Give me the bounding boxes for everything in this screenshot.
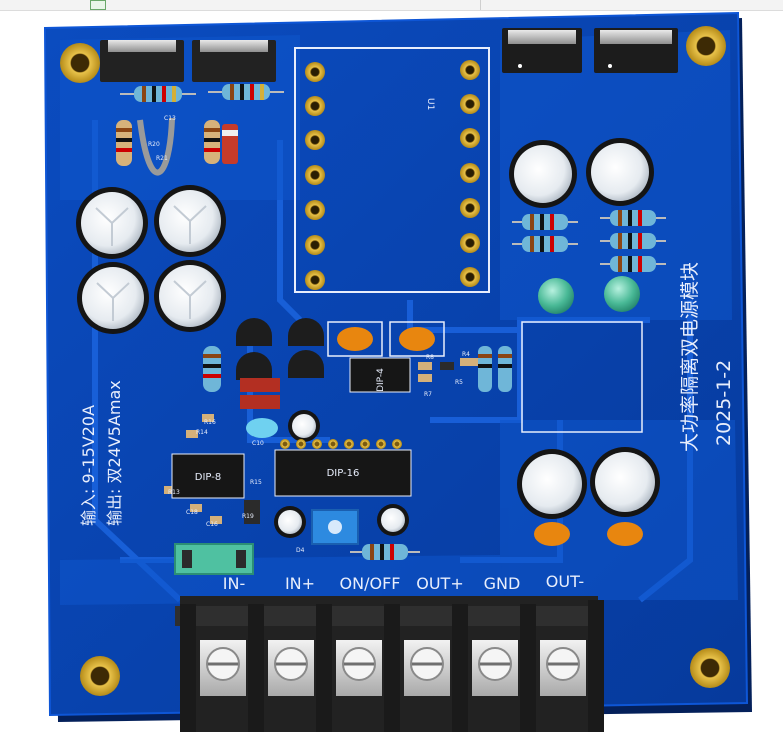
label-r14: R14: [196, 429, 208, 436]
terminal-label-out-minus: OUT-: [546, 572, 584, 591]
small-capacitors: [246, 410, 409, 538]
ceramic-capacitors: [327, 321, 643, 546]
output-capacitors-bottom: [517, 447, 660, 519]
label-r13: R13: [168, 489, 180, 496]
mosfet-q1: [100, 40, 184, 82]
board-title-vertical: 大功率隔离双电源模块: [679, 262, 701, 452]
transistors: [236, 318, 324, 380]
rectifier-d2: [594, 28, 678, 73]
window-top-strip: [0, 0, 783, 11]
label-c10: C10: [252, 440, 264, 447]
label-r20: R20: [148, 141, 160, 148]
input-spec-vertical: 输入: 9-15V20A: [79, 405, 98, 526]
mounting-holes: [60, 26, 730, 696]
resistors-middle: [478, 346, 512, 392]
toolbar-divider: [480, 0, 481, 10]
mosfet-q2: [192, 40, 276, 82]
tab-indicator-icon: [90, 0, 106, 10]
terminal-label-gnd: GND: [484, 574, 521, 593]
board-date-vertical: 2025-1-2: [713, 360, 735, 446]
label-r7: R7: [424, 391, 432, 398]
chip-dip4: [349, 357, 411, 393]
label-r16: R16: [204, 419, 216, 426]
output-capacitors-top: [509, 138, 654, 208]
terminal-label-in-plus: IN+: [285, 574, 315, 593]
output-footprint: [521, 321, 643, 433]
chip-dip8: [171, 453, 245, 499]
transformer-u1: [294, 47, 490, 293]
terminal-block: [175, 596, 604, 732]
label-dip16: DIP-16: [327, 468, 360, 479]
label-d4: D4: [296, 547, 305, 554]
label-c16: C16: [206, 521, 218, 528]
diodes-red: [240, 378, 280, 409]
label-r15: R15: [250, 479, 262, 486]
label-c13: C13: [164, 115, 176, 122]
label-dip4: DIP-4: [376, 368, 386, 392]
rectifier-d1: [502, 28, 582, 73]
smd-parts: [164, 358, 478, 524]
terminal-label-in-minus: IN-: [223, 574, 245, 593]
label-r19: R19: [242, 513, 254, 520]
resistor-r-left: [203, 346, 221, 392]
label-r4: R4: [462, 351, 470, 358]
label-r8: R8: [426, 354, 434, 361]
terminal-label-out-plus: OUT+: [416, 574, 463, 593]
resistor-bottom: [350, 544, 420, 560]
label-r5: R5: [455, 379, 463, 386]
label-dip8: DIP-8: [195, 472, 221, 483]
resistors-top-left: [116, 84, 284, 176]
potentiometer: [311, 509, 359, 545]
terminal-label-on-off: ON/OFF: [340, 574, 401, 593]
power-switch: [174, 543, 254, 575]
resistors-right: [512, 210, 666, 272]
led-indicators: [538, 276, 640, 314]
label-c18: C18: [186, 509, 198, 516]
output-spec-vertical: 输出: 双24V5Amax: [105, 380, 124, 526]
chip-dip16: [274, 439, 412, 497]
label-u1: U1: [425, 98, 435, 110]
input-capacitors: [76, 185, 226, 334]
label-r21: R21: [156, 155, 168, 162]
